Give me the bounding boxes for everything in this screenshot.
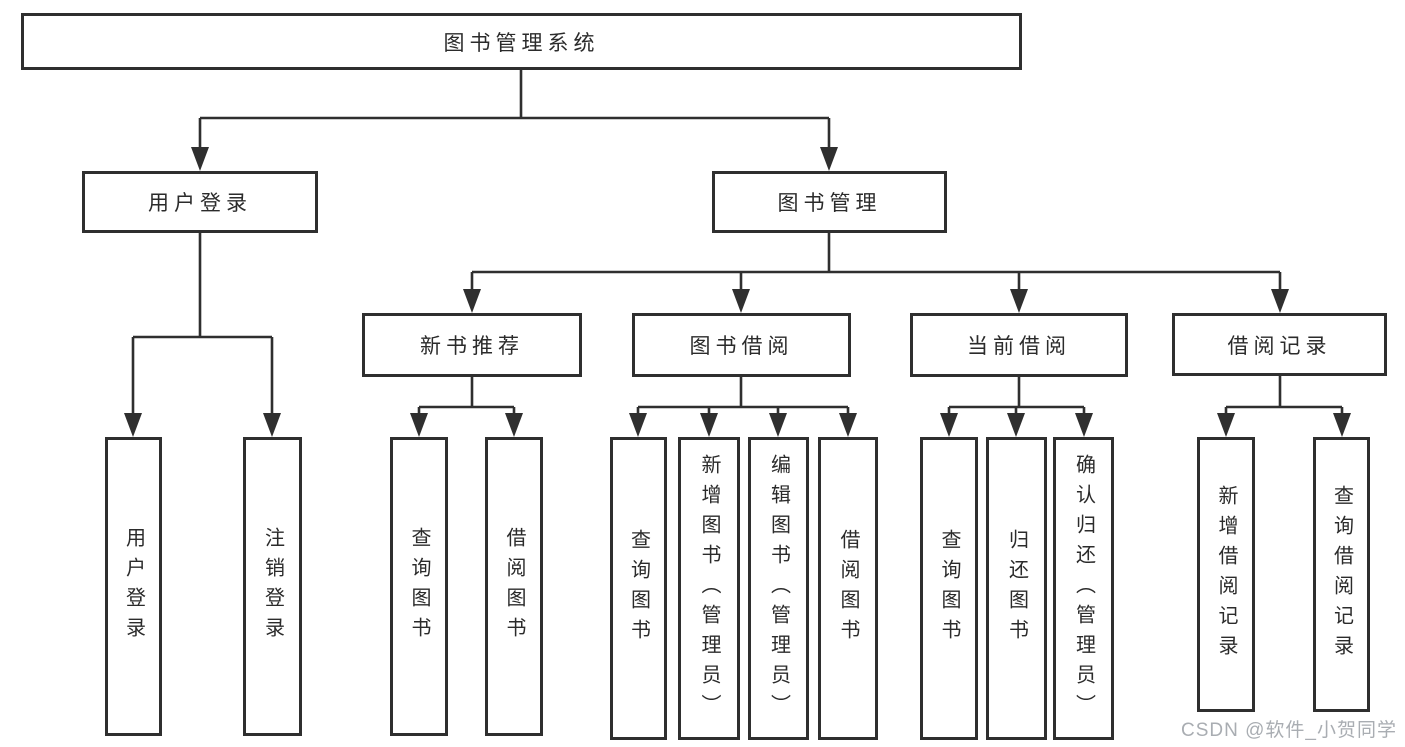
node-root-system: 图书管理系统 [21, 13, 1022, 70]
node-current-borrow: 当前借阅 [910, 313, 1128, 377]
node-book-borrow: 图书借阅 [632, 313, 851, 377]
leaf-borrow-book-recommend: 借阅图书 [485, 437, 543, 736]
arrowhead-icons [124, 147, 1351, 437]
connector-lines [131, 69, 1344, 414]
leaf-add-borrow-record: 新增借阅记录 [1197, 437, 1255, 712]
leaf-edit-book-admin: 编辑图书（管理员） [748, 437, 809, 740]
leaf-query-book-current: 查询图书 [920, 437, 978, 740]
leaf-return-book: 归还图书 [986, 437, 1047, 740]
leaf-query-borrow-record: 查询借阅记录 [1313, 437, 1370, 712]
node-user-login: 用户登录 [82, 171, 318, 233]
leaf-logout: 注销登录 [243, 437, 302, 736]
leaf-confirm-return-admin: 确认归还（管理员） [1053, 437, 1114, 740]
node-borrow-records: 借阅记录 [1172, 313, 1387, 376]
leaf-user-login: 用户登录 [105, 437, 162, 736]
leaf-query-book-recommend: 查询图书 [390, 437, 448, 736]
node-new-book-recommend: 新书推荐 [362, 313, 582, 377]
leaf-add-book-admin: 新增图书（管理员） [678, 437, 740, 740]
node-book-management: 图书管理 [712, 171, 947, 233]
leaf-query-book-borrow: 查询图书 [610, 437, 667, 740]
csdn-watermark: CSDN @软件_小贺同学 [1181, 720, 1397, 741]
leaf-borrow-book: 借阅图书 [818, 437, 878, 740]
